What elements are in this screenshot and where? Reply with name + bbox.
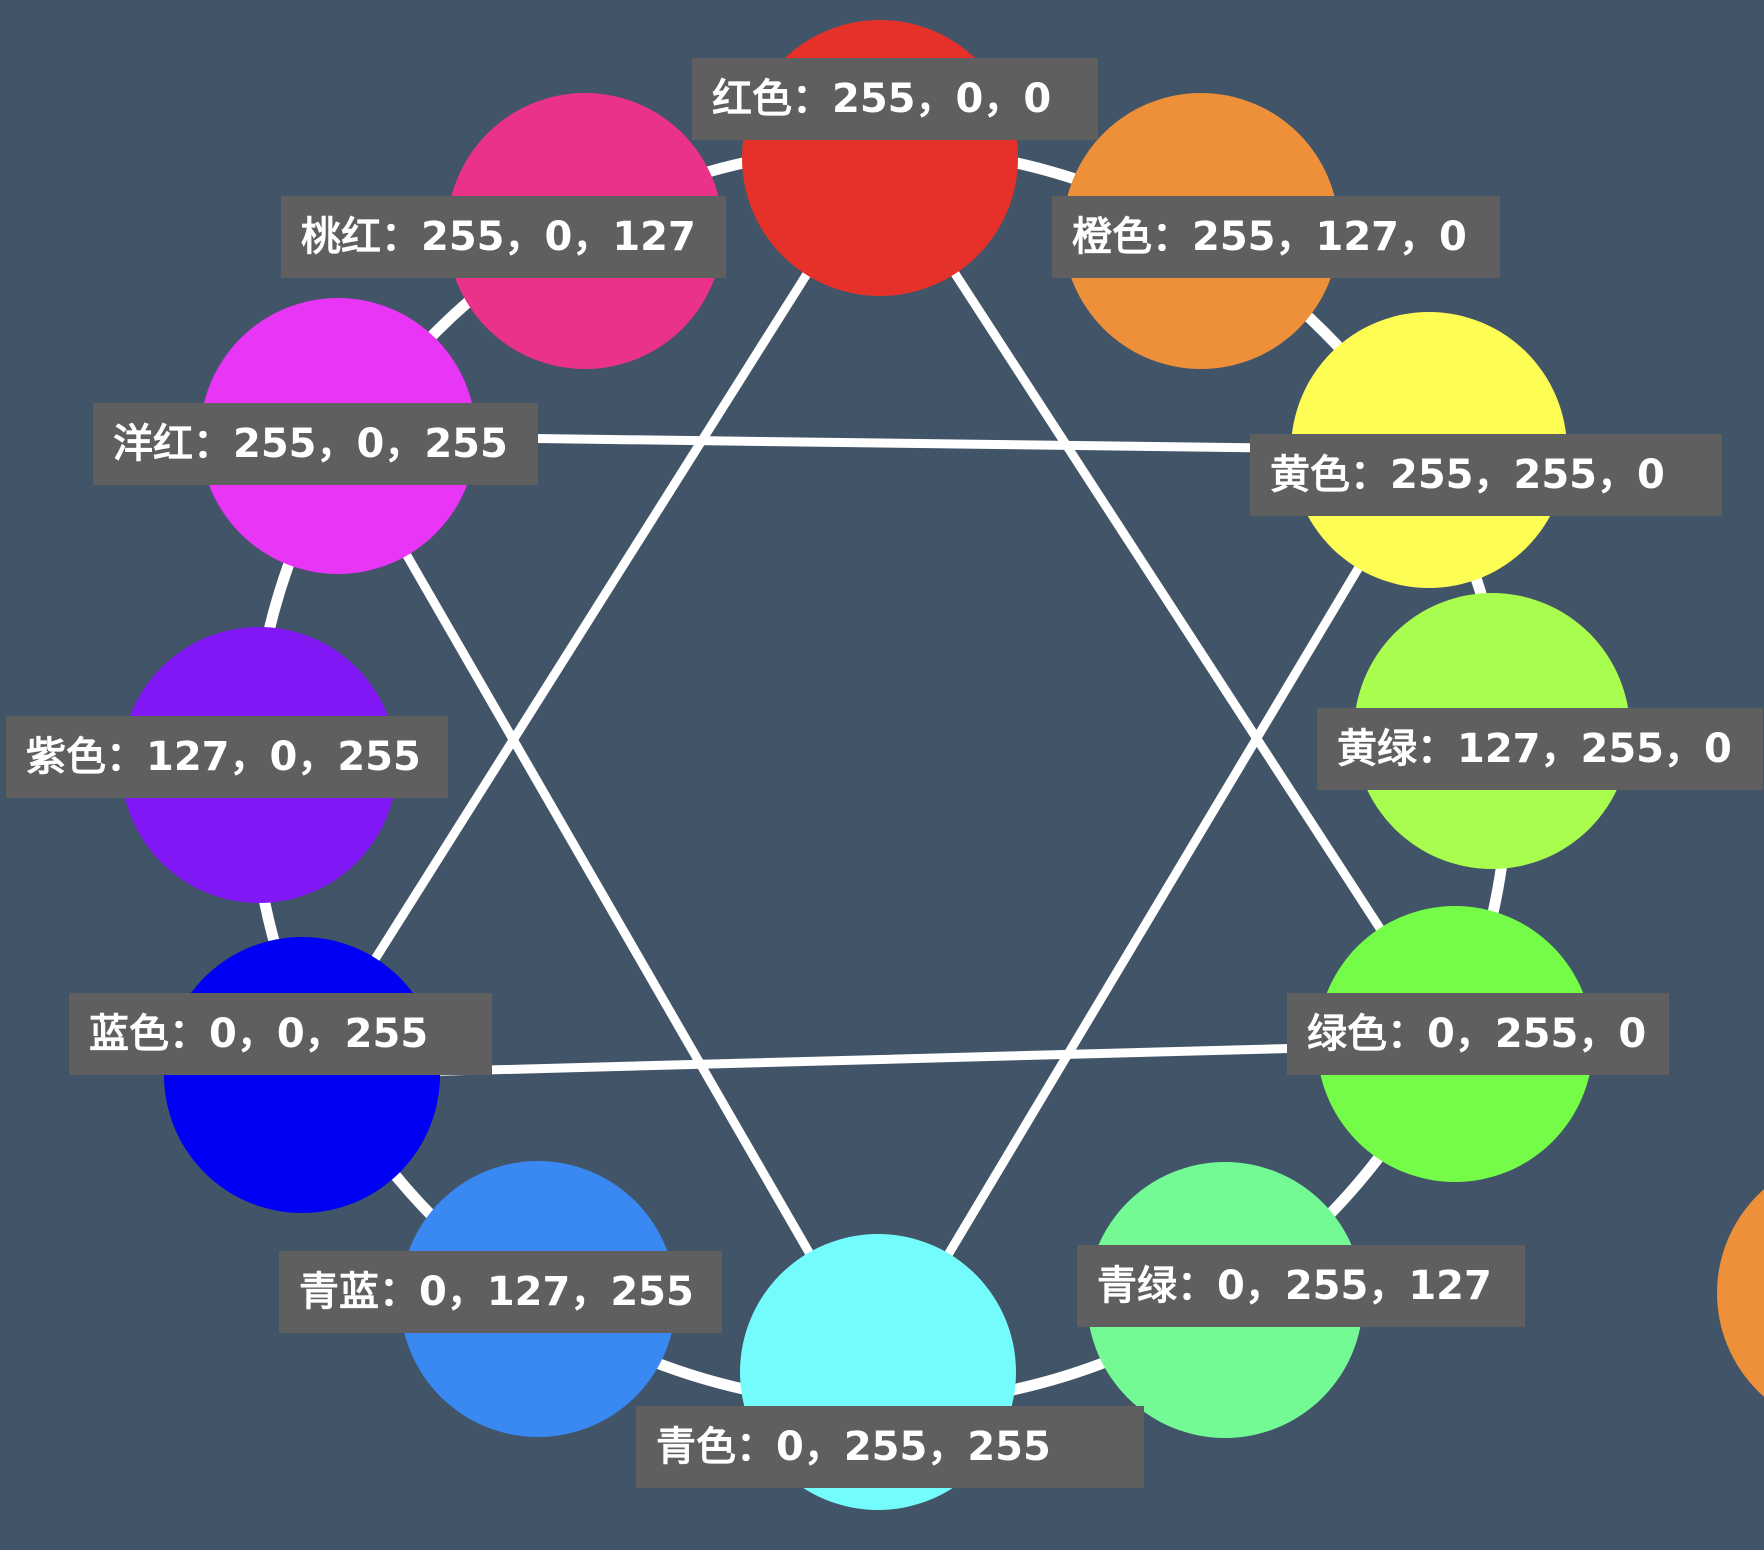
label-separator: ： <box>1177 1263 1217 1309</box>
rgb-value: 0，255，127 <box>1217 1263 1492 1309</box>
secondary-triangle <box>330 431 1437 1381</box>
rgb-value: 0，255，255 <box>776 1424 1051 1470</box>
color-label-5: 青绿：0，255，127 <box>1077 1245 1525 1327</box>
color-name: 橙色 <box>1072 214 1152 260</box>
color-name: 蓝色 <box>89 1011 169 1057</box>
label-separator: ： <box>379 1269 419 1315</box>
color-name: 洋红 <box>113 421 193 467</box>
color-name: 青蓝 <box>299 1269 379 1315</box>
primary-triangle <box>293 149 1464 1080</box>
rgb-value: 255，0，255 <box>233 421 508 467</box>
color-name: 青绿 <box>1097 1263 1177 1309</box>
label-separator: ： <box>736 1424 776 1470</box>
color-name: 黄绿 <box>1337 726 1417 772</box>
color-label-10: 洋红：255，0，255 <box>93 403 538 485</box>
color-label-8: 蓝色：0，0，255 <box>69 993 492 1075</box>
label-separator: ： <box>193 421 233 467</box>
color-label-9: 紫色：127，0，255 <box>6 716 448 798</box>
rgb-value: 0，0，255 <box>209 1011 429 1057</box>
label-separator: ： <box>792 76 832 122</box>
color-label-11: 桃红：255，0，127 <box>281 196 726 278</box>
color-label-3: 黄绿：127，255，0 <box>1317 708 1763 790</box>
color-label-2: 黄色：255，255，0 <box>1250 434 1722 516</box>
label-separator: ： <box>1387 1011 1427 1057</box>
label-separator: ： <box>169 1011 209 1057</box>
edge-partial-circle <box>1717 1189 1764 1397</box>
color-label-0: 红色：255，0，0 <box>692 58 1098 140</box>
label-separator: ： <box>106 734 146 780</box>
color-label-4: 绿色：0，255，0 <box>1287 993 1669 1075</box>
label-separator: ： <box>1152 214 1192 260</box>
color-name: 黄色 <box>1270 452 1350 498</box>
rgb-value: 255，255，0 <box>1390 452 1665 498</box>
color-label-6: 青色：0，255，255 <box>636 1406 1144 1488</box>
color-name: 红色 <box>712 76 792 122</box>
label-separator: ： <box>1350 452 1390 498</box>
color-name: 紫色 <box>26 734 106 780</box>
rgb-value: 0，127，255 <box>419 1269 694 1315</box>
color-name: 桃红 <box>301 214 381 260</box>
label-separator: ： <box>1417 726 1457 772</box>
color-name: 绿色 <box>1307 1011 1387 1057</box>
label-separator: ： <box>381 214 421 260</box>
color-label-1: 橙色：255，127，0 <box>1052 196 1500 278</box>
rgb-value: 0，255，0 <box>1427 1011 1647 1057</box>
rgb-value: 127，0，255 <box>146 734 421 780</box>
rgb-value: 255，0，127 <box>421 214 696 260</box>
rgb-value: 127，255，0 <box>1457 726 1732 772</box>
color-name: 青色 <box>656 1424 736 1470</box>
rgb-value: 255，127，0 <box>1192 214 1467 260</box>
color-circle-8 <box>164 937 440 1213</box>
rgb-value: 255，0，0 <box>832 76 1052 122</box>
color-label-7: 青蓝：0，127，255 <box>279 1251 722 1333</box>
